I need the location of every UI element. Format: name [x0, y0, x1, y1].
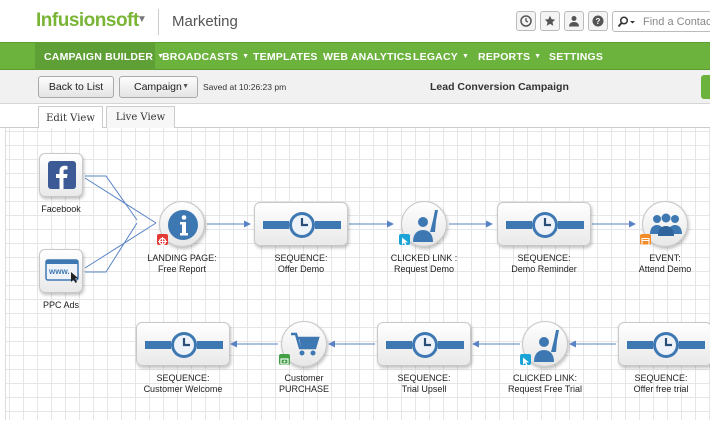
favorites-star-icon[interactable] — [540, 11, 560, 31]
event-attend-demo-label: EVENT: Attend Demo — [638, 253, 692, 274]
connector-ppc-to-landing — [85, 222, 138, 273]
nav-legacy[interactable]: LEGACY▼ — [413, 51, 470, 63]
person-raising-hand-icon — [534, 330, 559, 362]
sequence-offer-free-trial-node[interactable] — [618, 322, 710, 366]
ppc-ads-label: PPC Ads — [42, 300, 80, 310]
info-icon — [168, 210, 198, 240]
connector-lines — [84, 175, 636, 348]
event-badge-icon — [640, 234, 651, 246]
infusionsoft-logo[interactable]: Infusionsoft — [36, 10, 139, 31]
connector-facebook-to-landing — [85, 175, 138, 221]
search-icon — [617, 16, 635, 28]
nav-active-highlight — [35, 43, 155, 71]
campaign-menu-button[interactable]: Campaign ▼ — [119, 76, 198, 98]
user-account-icon[interactable] — [564, 11, 584, 31]
chevron-down-icon: ▼ — [182, 83, 189, 90]
sequence-customer-welcome-node[interactable] — [136, 322, 230, 366]
nav-broadcasts[interactable]: BROADCASTS▼ — [162, 51, 250, 63]
person-raising-hand-icon — [413, 210, 438, 242]
tab-live-view[interactable]: Live View — [106, 106, 175, 128]
divider — [158, 9, 159, 35]
facebook-icon — [48, 161, 76, 189]
clicked-link-free-trial-node[interactable] — [522, 321, 568, 367]
campaign-title: Lead Conversion Campaign — [430, 81, 569, 93]
top-bar: Infusionsoft ▼ Marketing ? Find a Contac… — [0, 0, 710, 42]
sequence-trial-upsell-node[interactable] — [377, 322, 471, 366]
app-switcher-chevron-icon[interactable]: ▼ — [137, 14, 147, 25]
purchase-badge-icon — [279, 354, 290, 365]
ppc-icon-text: www. — [49, 267, 70, 276]
sequence-offer-demo-label: SEQUENCE: Offer Demo — [274, 253, 328, 274]
connector-ppc-diag — [84, 222, 157, 269]
sequence-timer-icon — [627, 332, 705, 358]
clicked-link-free-trial-label: CLICKED LINK: Request Free Trial — [507, 373, 583, 394]
campaign-toolbar: Back to List Campaign ▼ Saved at 10:26:2… — [0, 70, 710, 104]
svg-text:?: ? — [596, 17, 601, 26]
sequence-demo-reminder-node[interactable] — [497, 202, 591, 246]
ppc-ads-source-node[interactable]: www. — [39, 249, 83, 293]
contact-search-input[interactable]: Find a Contact — [612, 11, 710, 32]
sequence-timer-icon — [145, 332, 223, 358]
sequence-offer-free-trial-label: SEQUENCE: Offer free trial — [633, 373, 689, 394]
connector-facebook-diag — [84, 177, 157, 224]
back-to-list-button[interactable]: Back to List — [38, 76, 114, 98]
chevron-down-icon: ▼ — [157, 53, 165, 60]
search-placeholder: Find a Contact — [643, 16, 710, 28]
help-question-icon[interactable]: ? — [588, 11, 608, 31]
sequence-trial-upsell-label: SEQUENCE: Trial Upsell — [397, 373, 451, 394]
sequence-customer-welcome-label: SEQUENCE: Customer Welcome — [143, 373, 223, 394]
nav-reports[interactable]: REPORTS▼ — [478, 51, 542, 63]
chevron-down-icon: ▼ — [461, 53, 470, 60]
nav-settings[interactable]: SETTINGS — [549, 51, 604, 63]
module-title: Marketing — [172, 13, 238, 30]
facebook-source-node[interactable] — [39, 153, 83, 197]
sequence-offer-demo-node[interactable] — [254, 202, 348, 246]
tab-edit-view[interactable]: Edit View — [38, 106, 103, 129]
publish-button[interactable] — [701, 75, 710, 99]
event-attend-demo-node[interactable] — [642, 201, 688, 247]
sequence-timer-icon — [386, 332, 464, 358]
landing-page-badge-icon — [157, 234, 168, 246]
cursor-badge-icon — [399, 234, 410, 246]
landing-page-label: LANDING PAGE: Free Report — [147, 253, 217, 274]
recent-history-icon[interactable] — [516, 11, 536, 31]
main-navigation: CAMPAIGN BUILDER▼ BROADCASTS▼ TEMPLATES … — [0, 42, 710, 71]
shopping-cart-icon — [291, 332, 320, 356]
chevron-down-icon: ▼ — [242, 53, 250, 60]
sequence-timer-icon — [506, 212, 584, 238]
view-tabs: Edit View Live View — [0, 104, 710, 129]
sequence-timer-icon — [263, 212, 341, 238]
sequence-demo-reminder-label: SEQUENCE: Demo Reminder — [511, 253, 577, 274]
cursor-badge-icon — [520, 354, 531, 366]
nav-web-analytics[interactable]: WEB ANALYTICS — [323, 51, 412, 63]
nav-campaign-builder[interactable]: CAMPAIGN BUILDER▼ — [44, 51, 165, 63]
group-of-people-icon — [650, 213, 682, 236]
chevron-down-icon: ▼ — [534, 53, 542, 60]
nav-templates[interactable]: TEMPLATES — [253, 51, 318, 63]
web-browser-icon — [45, 259, 79, 283]
facebook-label: Facebook — [41, 204, 81, 214]
clicked-link-request-demo-label: CLICKED LINK : Request Demo — [390, 253, 458, 274]
customer-purchase-label: Customer PURCHASE — [278, 373, 329, 394]
campaign-canvas[interactable]: Facebook www. PPC Ads LANDING PAGE: Free… — [5, 128, 710, 420]
saved-status: Saved at 10:26:23 pm — [203, 82, 287, 92]
